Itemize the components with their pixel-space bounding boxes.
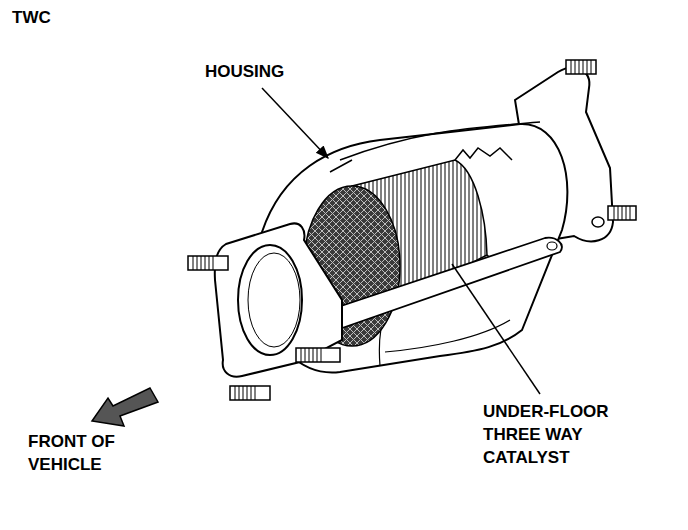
inlet-opening-rim — [248, 253, 300, 347]
part-label: HOUSING — [205, 60, 284, 83]
flange-hole — [592, 217, 604, 227]
inlet-opening — [238, 245, 302, 355]
part-label: UNDER-FLOOR THREE WAY CATALYST — [483, 400, 633, 469]
direction-arrow — [92, 388, 158, 426]
stud-bolt — [230, 386, 270, 400]
leader-line — [262, 88, 328, 158]
direction-label: FRONT OF VEHICLE — [28, 430, 148, 476]
stud-bolt — [566, 60, 596, 74]
stud-bolt — [188, 256, 228, 270]
diagram-title: TWC — [12, 6, 51, 29]
shell-seam — [379, 300, 510, 366]
stud-bolt — [296, 348, 340, 362]
cutaway-edge — [455, 148, 512, 262]
leader-line — [452, 264, 540, 394]
inlet-flange — [215, 223, 342, 376]
flange-hole — [547, 242, 557, 250]
stud-bolt — [608, 206, 636, 220]
